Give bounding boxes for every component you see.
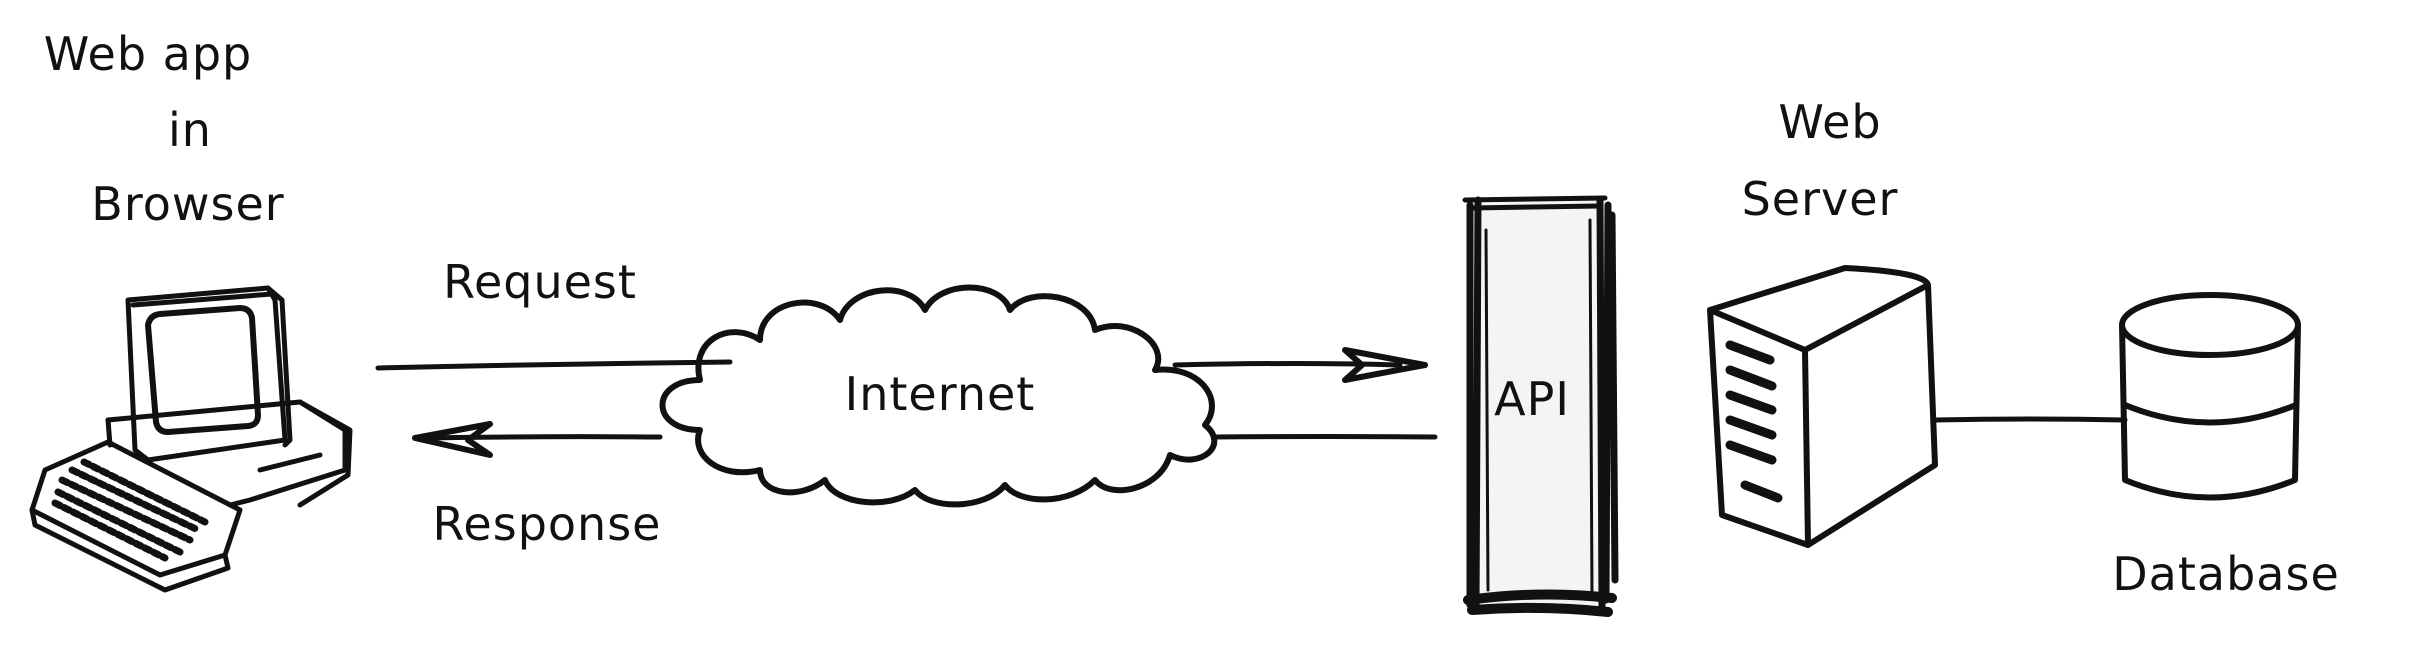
response-line-left xyxy=(422,434,663,441)
server-label-line-2: Server xyxy=(1742,172,1899,226)
browser-label-line-2: in xyxy=(168,103,212,157)
browser-label: Web app in Browser xyxy=(44,27,284,231)
database-label: Database xyxy=(2112,547,2340,601)
response-label: Response xyxy=(433,497,662,551)
internet-label: Internet xyxy=(845,367,1036,421)
cloud-icon: Internet xyxy=(659,284,1218,508)
response-line-right xyxy=(1212,434,1438,440)
response-arrowhead xyxy=(412,421,493,458)
server-icon xyxy=(1707,265,1938,548)
browser-label-line-3: Browser xyxy=(91,177,284,231)
server-label-line-1: Web xyxy=(1778,95,1881,149)
request-line-right xyxy=(1172,361,1403,368)
request-line-left xyxy=(375,359,733,371)
api-column: API xyxy=(1462,195,1619,617)
server-db-link xyxy=(1932,416,2128,423)
request-label: Request xyxy=(443,255,637,309)
computer-icon xyxy=(29,285,353,593)
request-arrowhead xyxy=(1342,347,1428,383)
browser-label-line-1: Web app xyxy=(44,27,253,81)
api-label: API xyxy=(1494,372,1570,426)
database-icon xyxy=(2119,292,2301,501)
